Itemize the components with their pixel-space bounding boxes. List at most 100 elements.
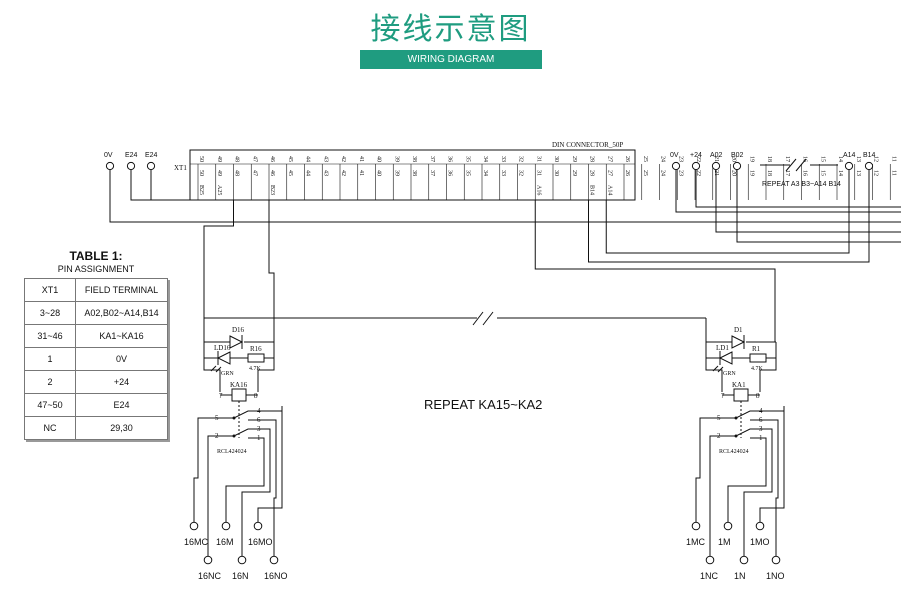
wire [225, 437, 265, 522]
terminal-label-top: +24 [690, 152, 702, 159]
connector-pin-number: 42 [340, 156, 346, 162]
connector-pin-number: 45 [287, 156, 293, 162]
wire [709, 435, 724, 556]
ka1-diode-icon [731, 335, 746, 349]
connector-pin-number: 21 [713, 156, 719, 162]
table-title: TABLE 1: [69, 249, 123, 263]
connector-pin-number: 39 [393, 170, 399, 176]
connector-pin-number: 11 [890, 170, 896, 176]
connector-pin-number: 35 [464, 156, 470, 162]
connector-pin-number: 27 [606, 170, 612, 176]
connector-pin-number: 16 [802, 156, 808, 162]
output-terminal-circle [189, 521, 199, 531]
wire [256, 419, 277, 556]
coil-pin: 7 [219, 392, 223, 400]
wire-ka16 [268, 200, 275, 342]
wire [197, 406, 283, 508]
table-cell-pin: 3~28 [24, 301, 76, 325]
output-terminal-circle [253, 521, 263, 531]
connector-pin-number: 37 [429, 170, 435, 176]
connector-pin-number: 30 [553, 170, 559, 176]
wire [727, 437, 767, 522]
connector-pin-number: 13 [855, 170, 861, 176]
table-cell-pin: XT1 [24, 278, 76, 302]
connector-pin-signal: B14 [589, 185, 595, 195]
connector-pin-number: 46 [269, 170, 275, 176]
connector-pin-signal: B23 [269, 185, 275, 195]
connector-pin-number: 44 [305, 170, 311, 176]
connector-pin-signal: A14 [606, 185, 612, 195]
connector-pin-number: 25 [642, 170, 648, 176]
connector-pin-number: 14 [837, 156, 843, 162]
connector-pin-number: 18 [766, 170, 772, 176]
ka1-output-label-bottom: 1NC [700, 571, 719, 581]
connector-pin-number: 48 [234, 170, 240, 176]
connector-pin-number: 15 [819, 170, 825, 176]
repeat-center-label: REPEAT KA15~KA2 [424, 397, 542, 412]
output-terminal-circle [237, 555, 247, 565]
ka1-resistor-label: R1 [752, 345, 761, 353]
wire [699, 406, 785, 508]
contact-dot [734, 416, 738, 420]
connector-pin-number: 27 [606, 156, 612, 162]
terminal-label-top: A14 [843, 152, 856, 159]
connector-pin-number: 15 [819, 156, 825, 162]
connector-pin-number: 33 [500, 156, 506, 162]
connector-pin-number: 16 [802, 170, 808, 176]
ka1-output-label-bottom: 1NO [766, 571, 785, 581]
wire-e24-a [130, 170, 216, 201]
table-row: 2+24 [24, 370, 168, 394]
coil-pin: 8 [254, 392, 258, 400]
table-cell-terminal: 29,30 [75, 416, 168, 440]
connector-pin-number: 28 [589, 170, 595, 176]
ka1-led-label: LD1 [716, 344, 729, 352]
connector-pin-number: 20 [731, 156, 737, 162]
page-subtitle-banner: WIRING DIAGRAM [360, 50, 542, 69]
connector-pin-number: 28 [589, 156, 595, 162]
connector-pin-number: 41 [358, 156, 364, 162]
connector-pin-number: 37 [429, 156, 435, 162]
output-terminal-circle [723, 521, 733, 531]
connector-pin-number: 29 [571, 156, 577, 162]
connector-pin-number: 25 [642, 156, 648, 162]
connector-pin-number: 42 [340, 170, 346, 176]
connector-pin-signal: B25 [198, 185, 204, 195]
ka1-coil-label: KA1 [732, 381, 746, 389]
connector-pin-number: 40 [376, 170, 382, 176]
table-cell-terminal: +24 [75, 370, 168, 394]
connector-pin-number: 22 [695, 156, 701, 162]
repeat-top-label: REPEAT A3 B3~A14 B14 [762, 181, 841, 188]
connector-pin-number: 19 [748, 170, 754, 176]
table-cell-pin: 1 [24, 347, 76, 371]
output-terminal-circle [269, 555, 279, 565]
ka16-diode-label: D16 [232, 326, 245, 334]
connector-pin-number: 47 [251, 170, 257, 176]
terminal-circle [126, 161, 136, 171]
connector-pin-number: 50 [198, 156, 204, 162]
contact-dot [232, 416, 236, 420]
connector-pin-number: 35 [464, 170, 470, 176]
ka16-led-icon [216, 351, 231, 365]
coil-pin: 8 [756, 392, 760, 400]
ka16-output-label-top: 16MO [248, 537, 273, 547]
wire [695, 417, 724, 522]
connector-pin-number: 26 [624, 156, 630, 162]
terminal-label-top: A02 [710, 152, 723, 159]
connector-pin-number: 33 [500, 170, 506, 176]
ka16-output-label-top: 16MC [184, 537, 209, 547]
terminal-circle [864, 161, 874, 171]
wire-0v [109, 170, 901, 223]
ka1-resistor-icon [749, 353, 767, 363]
connector-pin-number: 40 [376, 156, 382, 162]
contact-dot [232, 434, 236, 438]
coil-pin: 7 [721, 392, 725, 400]
led-rays-icon [712, 365, 724, 373]
terminal-label-top: 0V [670, 152, 679, 159]
connector-pin-number: 50 [198, 170, 204, 176]
connector-pin-number: 11 [890, 156, 896, 162]
output-terminal-circle [203, 555, 213, 565]
ka16-output-label-bottom: 16NO [264, 571, 288, 581]
